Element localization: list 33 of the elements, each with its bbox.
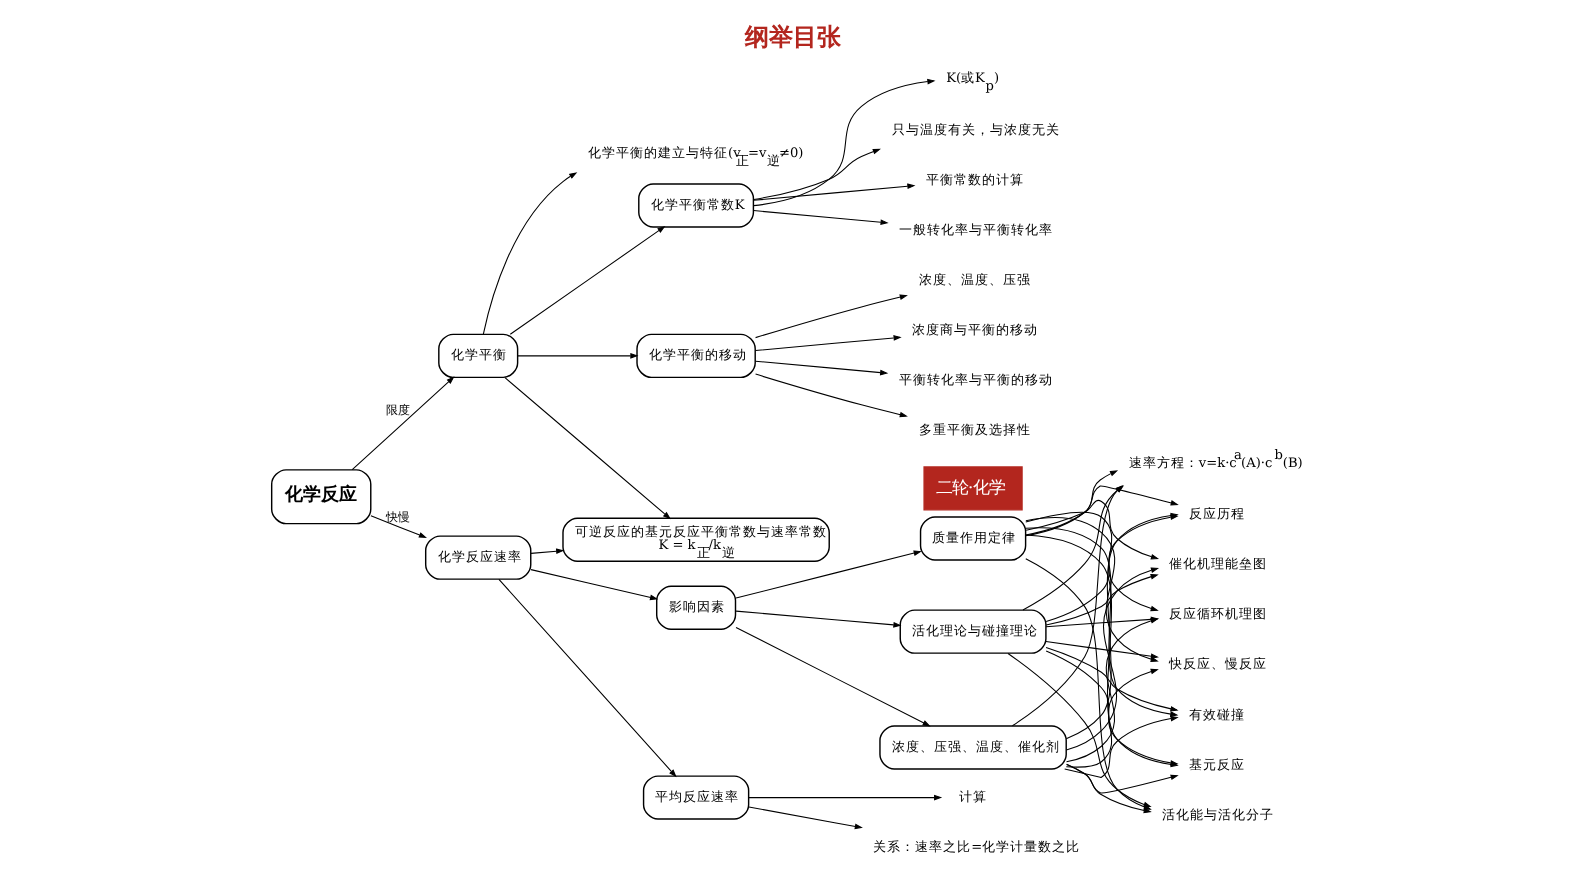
arrow xyxy=(1066,762,1179,793)
caption: 二轮·化学 xyxy=(936,475,1006,496)
diagram-title: 纲举目张 xyxy=(745,22,842,51)
arrow xyxy=(735,625,931,726)
arrow xyxy=(755,372,908,417)
arrow xyxy=(748,793,943,800)
arrow xyxy=(1025,469,1119,536)
arrow xyxy=(482,171,578,334)
arrow xyxy=(755,334,902,351)
arrow xyxy=(1065,667,1159,767)
arrow xyxy=(748,805,863,829)
arrow xyxy=(1025,498,1160,559)
arrow xyxy=(753,77,936,206)
arrow xyxy=(753,182,916,200)
arrow xyxy=(1045,646,1179,711)
arrow xyxy=(753,147,881,199)
arrow xyxy=(753,209,889,224)
arrow xyxy=(530,568,659,600)
arrow xyxy=(517,352,639,358)
arrow xyxy=(735,549,922,598)
arrow xyxy=(735,609,902,627)
arrow xyxy=(504,376,671,519)
arrow xyxy=(1045,640,1159,658)
arrow xyxy=(755,359,889,375)
arrow xyxy=(370,514,427,537)
arrow xyxy=(498,577,677,777)
arrow xyxy=(509,225,666,334)
arrow xyxy=(351,375,455,470)
arrow xyxy=(1025,526,1179,716)
arrow xyxy=(530,547,565,554)
arrow xyxy=(1025,510,1159,611)
arrow xyxy=(755,293,908,338)
node-box: 化学反应 xyxy=(270,468,372,524)
